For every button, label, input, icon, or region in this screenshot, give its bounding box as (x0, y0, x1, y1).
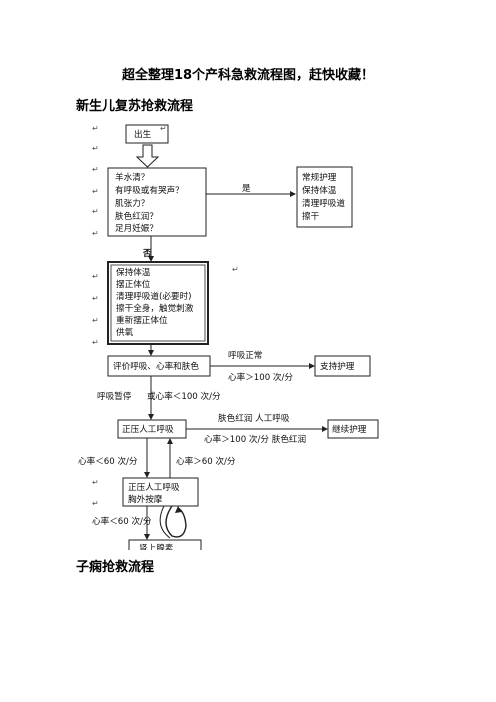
breathing-normal-label: 呼吸正常 (228, 349, 262, 361)
yes-arrowhead (290, 191, 296, 197)
curved-return-arrow (165, 505, 187, 538)
ppv-label: 正压人工呼吸 (122, 424, 174, 435)
hr-pink-label: 心率＞100 次/分 肤色红润 (204, 433, 306, 445)
support-care-label: 支持护理 (320, 360, 355, 372)
hr-under-100-label: 或心率＜100 次/分 (147, 390, 221, 402)
routine-item-1: 常规护理 (302, 171, 337, 183)
svg-text:↵: ↵ (92, 294, 99, 303)
svg-text:↵: ↵ (92, 124, 99, 133)
svg-text:↵: ↵ (92, 229, 99, 238)
assess-item-3: 肌张力？ (115, 197, 149, 209)
routine-item-4: 擦干 (302, 210, 320, 222)
routine-care-box (296, 166, 353, 228)
initial-step-1: 保持体温 (116, 266, 151, 278)
section-heading-eclampsia: 子痫抢救流程 (76, 560, 155, 575)
svg-text:↵: ↵ (92, 187, 99, 196)
initial-step-4: 擦干全身，触觉刺激 (116, 302, 194, 314)
yes-label: 是 (242, 183, 251, 194)
routine-item-3: 清理呼吸道 (302, 197, 345, 209)
hollow-down-arrow (135, 144, 160, 168)
svg-text:↵: ↵ (92, 478, 99, 487)
birth-label: 出生 (134, 128, 152, 140)
paragraph-marks: ↵ ↵ ↵ ↵ ↵ ↵ ↵ ↵ ↵ ↵ ↵ ↵ ↵ (92, 124, 239, 508)
svg-text:↵: ↵ (160, 124, 167, 133)
no-label: 否 (142, 248, 152, 259)
assess-item-5: 足月妊娠？ (115, 222, 158, 234)
svg-text:↵: ↵ (232, 265, 239, 274)
svg-text:↵: ↵ (92, 499, 99, 508)
continue-care-label: 继续护理 (332, 423, 367, 435)
pink-breath-label: 肤色红润 人工呼吸 (218, 412, 290, 424)
routine-item-2: 保持体温 (302, 184, 337, 196)
svg-text:↵: ↵ (92, 207, 99, 216)
initial-steps-box (107, 261, 209, 345)
ppv-compression-box (122, 477, 199, 507)
hr-under-60-b-label: 心率＜60 次/分 (92, 515, 152, 527)
initial-step-6: 供氧 (116, 326, 134, 338)
hr-over-60-label: 心率＞60 次/分 (176, 455, 236, 467)
ppv-compress-item-2: 胸外按摩 (128, 493, 163, 505)
assessment-box (107, 167, 207, 237)
section-heading-neonatal-resuscitation: 新生儿复苏抢救流程 (76, 99, 194, 114)
svg-text:↵: ↵ (92, 316, 99, 325)
initial-step-5: 重新摆正体位 (116, 314, 168, 326)
hr-under-60-label: 心率＜60 次/分 (78, 455, 138, 467)
apnea-label: 呼吸暂停 (97, 390, 132, 402)
support-care-box (314, 355, 371, 377)
initial-step-3: 清理呼吸道(必要时) (116, 290, 191, 302)
svg-text:↵: ↵ (92, 338, 99, 347)
birth-box (125, 124, 169, 144)
evaluate-label: 评价呼吸、心率和肤色 (113, 360, 199, 372)
assess-item-1: 羊水清？ (115, 171, 149, 183)
svg-text:↵: ↵ (92, 165, 99, 174)
assess-item-4: 肤色红润？ (115, 210, 158, 222)
assess-item-2: 有呼吸或有哭声？ (115, 184, 184, 196)
svg-text:↵: ↵ (92, 144, 99, 153)
hr-over-100-label: 心率＞100 次/分 (228, 371, 293, 383)
svg-text:↵: ↵ (92, 272, 99, 281)
document-title: 超全整理18个产科急救流程图，赶快收藏！ (121, 68, 375, 83)
ppv-compress-item-1: 正压人工呼吸 (128, 482, 180, 493)
initial-step-2: 摆正体位 (116, 278, 151, 290)
continue-care-box (327, 419, 379, 439)
